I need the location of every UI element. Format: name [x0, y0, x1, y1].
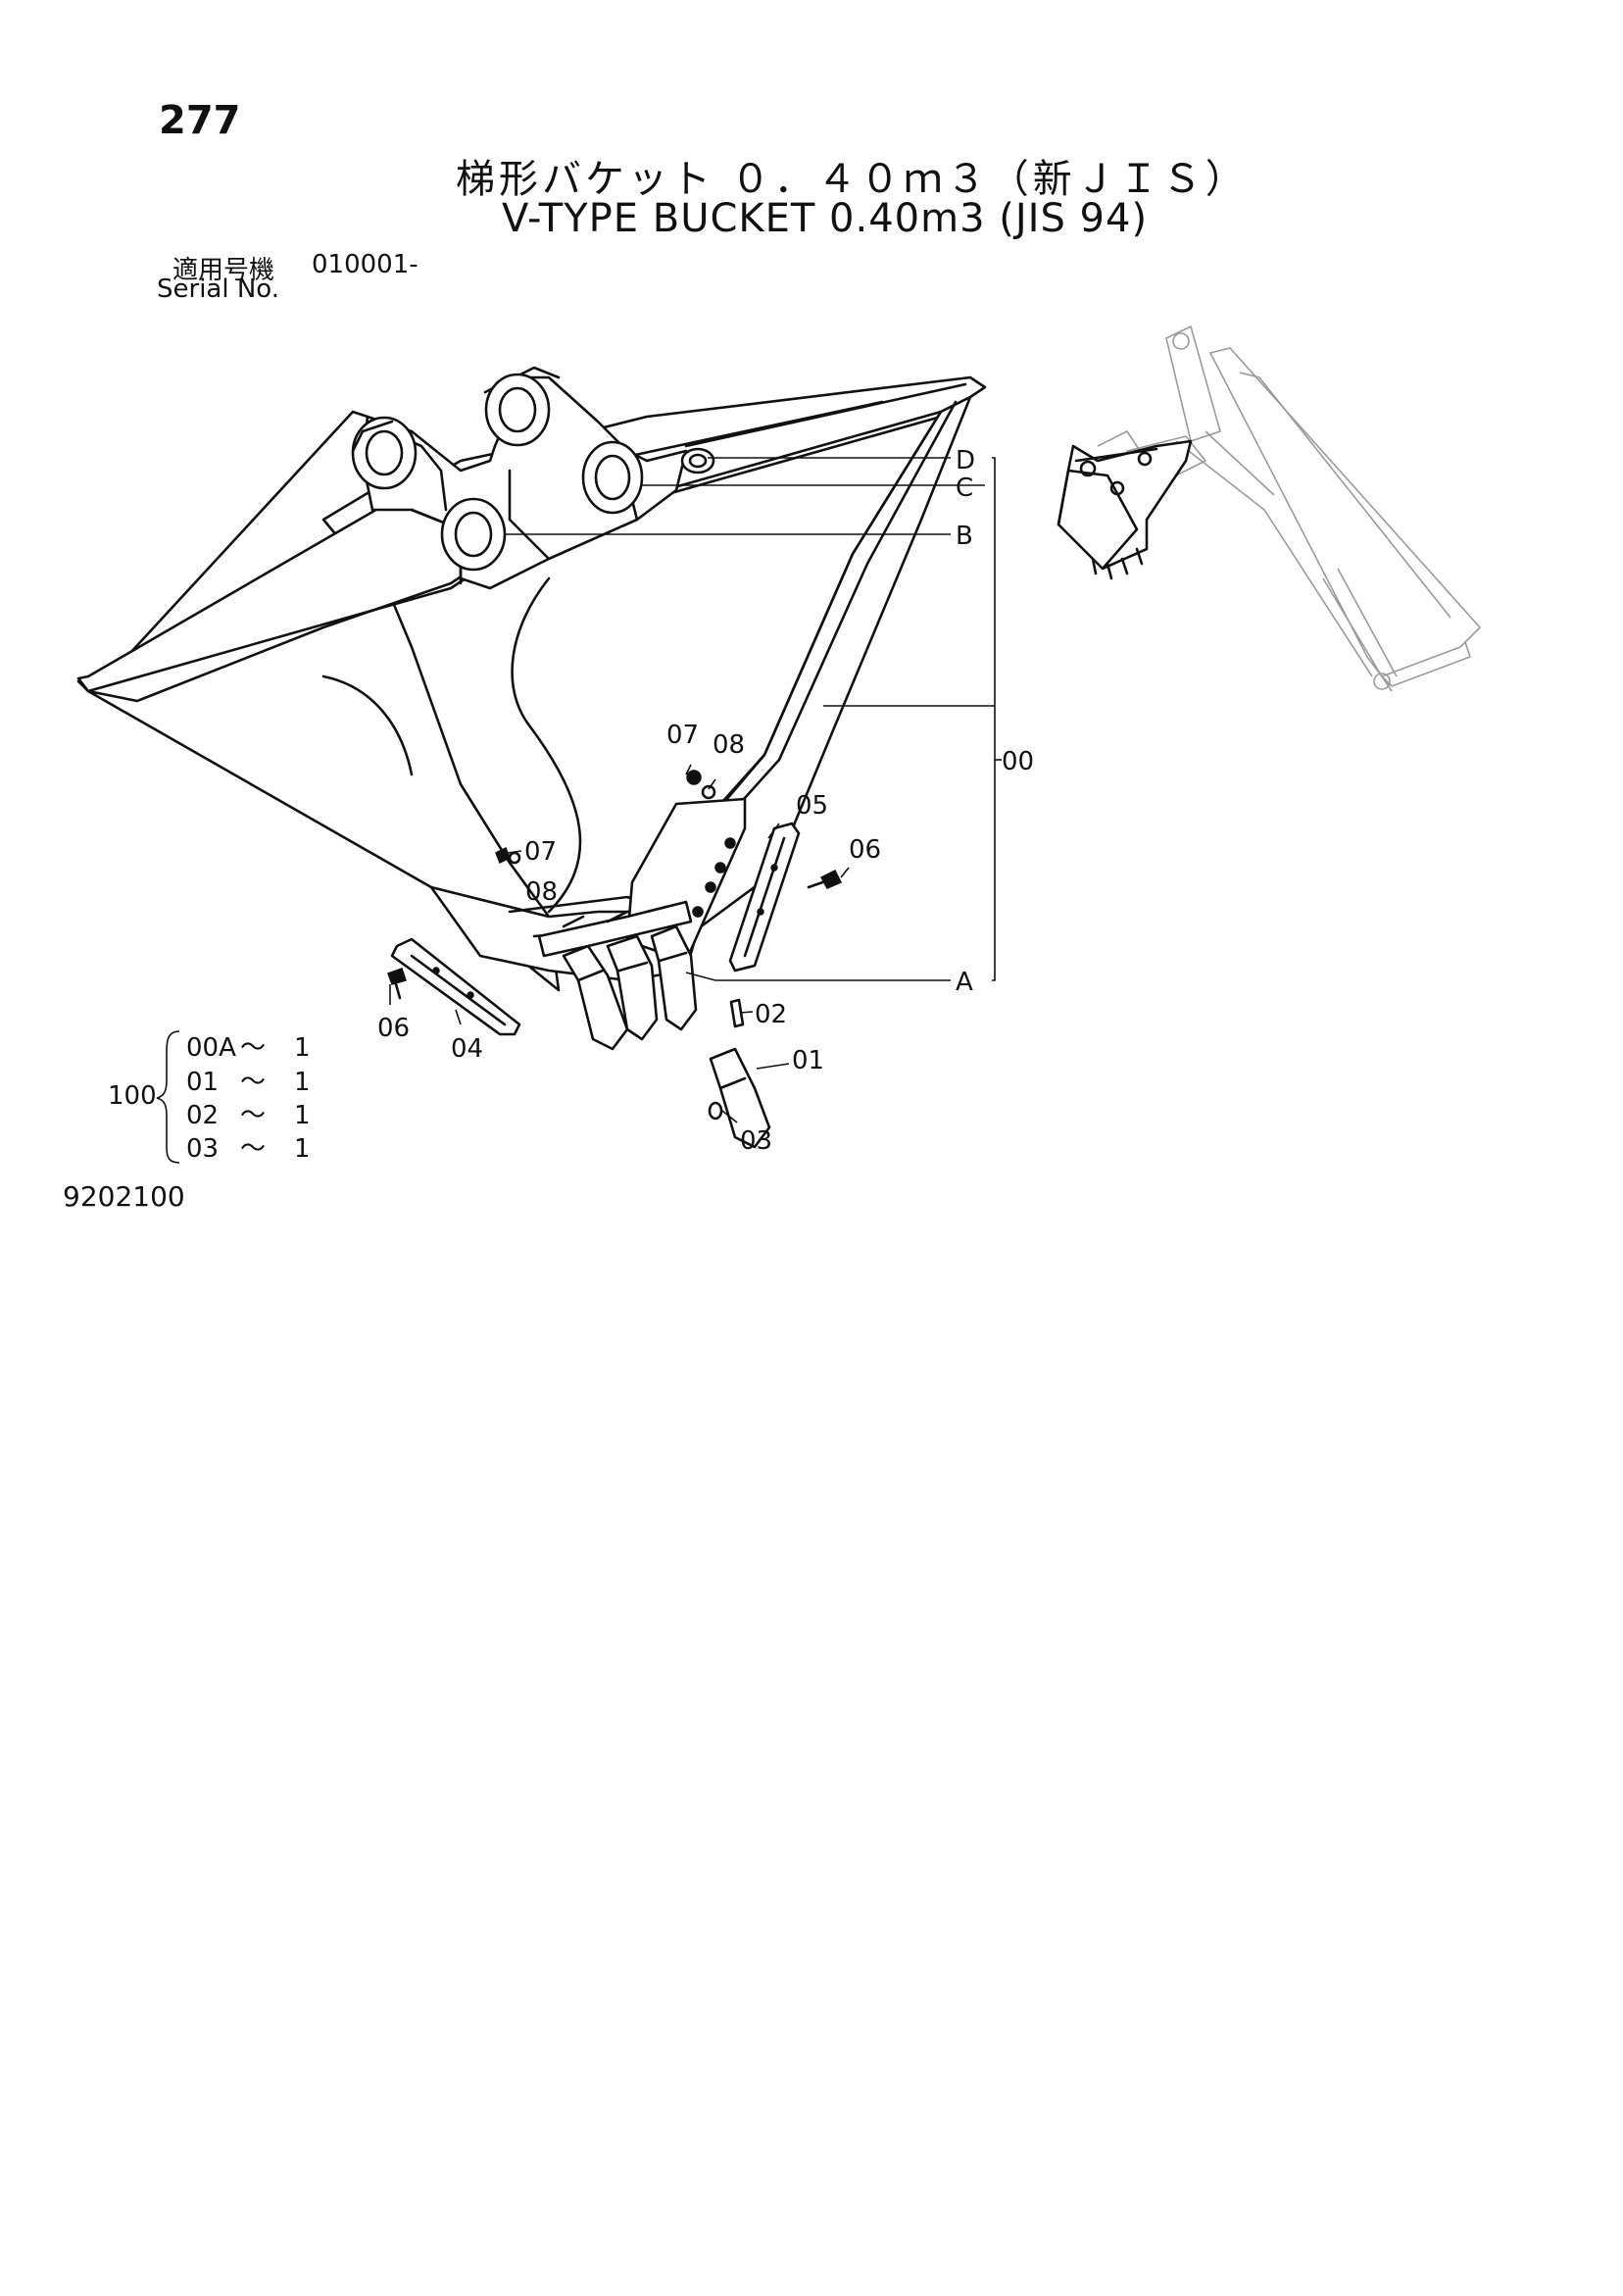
- bolt-06-left: [387, 968, 407, 1000]
- kit-row-4-part: 03: [186, 1134, 219, 1164]
- bucket-tooth-1: [562, 944, 629, 1051]
- tooth-adapter-row: [537, 900, 693, 958]
- callout-03: 03: [740, 1126, 772, 1156]
- nut-07-upper: [686, 770, 702, 785]
- figure-code: 9202100: [63, 1180, 185, 1213]
- leader-lines: [389, 457, 1002, 1123]
- callout-06-right: 06: [849, 835, 881, 865]
- bushing-d: [680, 447, 715, 474]
- kit-row-1-part: 00A: [186, 1033, 236, 1063]
- pin-boss-left-upper: [351, 416, 418, 490]
- callout-05: 05: [796, 791, 828, 821]
- lock-exploded-03: [708, 1101, 723, 1121]
- kit-row-2-sep: ～: [240, 1068, 266, 1097]
- bucket-tooth-3: [650, 924, 698, 1031]
- callout-08-lower: 08: [525, 877, 558, 907]
- kit-row-1-qty: 1: [294, 1033, 311, 1063]
- bucket-tooth-2: [606, 934, 659, 1041]
- callout-00: 00: [1002, 747, 1034, 776]
- pin-boss-b: [440, 497, 507, 572]
- washer-08-lower: [508, 851, 521, 865]
- callout-01: 01: [792, 1046, 824, 1075]
- kit-row-2-qty: 1: [294, 1068, 311, 1097]
- pin-boss-c: [581, 440, 644, 515]
- serial-number: 010001-: [312, 250, 418, 279]
- kit-row-3-qty: 1: [294, 1101, 311, 1130]
- kit-row-1-sep: ～: [240, 1033, 266, 1063]
- page-number: 277: [159, 98, 241, 143]
- callout-07-lower: 07: [524, 837, 557, 867]
- side-cutter-right: [728, 822, 801, 973]
- kit-code: 100: [108, 1081, 157, 1111]
- washer-08-upper: [701, 784, 716, 800]
- callout-d: D: [956, 446, 975, 475]
- pin-boss-right-upper: [484, 373, 551, 447]
- kit-row-2-part: 01: [186, 1068, 219, 1097]
- kit-brace: [156, 1030, 180, 1164]
- callout-06-left: 06: [377, 1014, 410, 1043]
- callout-08-upper: 08: [713, 730, 745, 760]
- serial-label-japanese: 適用号機: [172, 256, 275, 285]
- title-japanese: 梯形バケット ０．４０ｍ３（新ＪＩＳ）: [456, 157, 1249, 202]
- callout-a: A: [956, 968, 973, 997]
- title-english: V-TYPE BUCKET 0.40m3 (JIS 94): [502, 196, 1149, 241]
- inset-bucket: [1057, 439, 1193, 580]
- kit-row-4-qty: 1: [294, 1134, 311, 1164]
- tooth-exploded-01: [709, 1047, 771, 1149]
- kit-row-3-part: 02: [186, 1101, 219, 1130]
- side-cutter-left: [390, 937, 521, 1036]
- callout-07-upper: 07: [666, 721, 699, 750]
- kit-row-4-sep: ～: [240, 1134, 266, 1164]
- pin-exploded-02: [729, 998, 745, 1028]
- kit-row-3-sep: ～: [240, 1101, 266, 1130]
- serial-label-english: Serial No.: [157, 275, 279, 304]
- bolt-06-right: [807, 869, 843, 889]
- callout-c: C: [956, 474, 973, 503]
- kit-table: 100 00A ～ 1 01 ～ 1 02 ～ 1 03 ～ 1: [108, 1030, 311, 1164]
- callout-02: 02: [755, 1000, 787, 1029]
- callout-b: B: [956, 522, 973, 551]
- callout-04: 04: [451, 1034, 483, 1064]
